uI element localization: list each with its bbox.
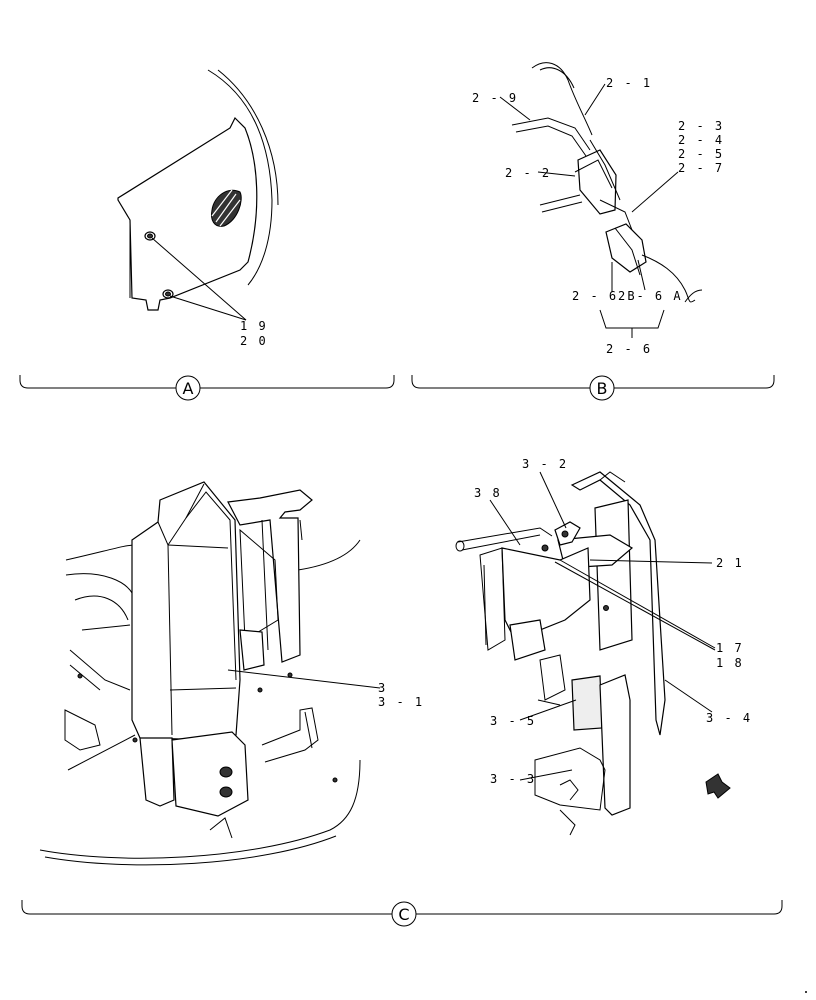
bolt-19 [144, 231, 156, 241]
view-c-left-console: 3 3 - 1 [39, 481, 424, 866]
section-b-bracket: B [411, 375, 775, 401]
callout-b: B [597, 379, 608, 398]
label-3-1: 3 - 1 [378, 695, 424, 709]
view-b-mechanism: 2 - 1 2 - 9 2 - 3 2 - 4 2 - 5 2 - 7 2 - … [472, 62, 724, 356]
label-3: 3 [378, 681, 387, 695]
label-3-3: 3 - 3 [490, 772, 536, 786]
section-a-bracket: A [19, 375, 395, 401]
label-2-6a: 2 - 6 A [618, 289, 683, 303]
label-3-5: 3 - 5 [490, 714, 536, 728]
vent-grille [211, 189, 242, 227]
callout-c: C [398, 905, 409, 924]
view-a-cover-panel: 1 9 2 0 [117, 69, 279, 348]
label-2-4: 2 - 4 [678, 133, 724, 147]
section-c-bracket: C [21, 900, 783, 927]
label-2-6: 2 - 6 [606, 342, 652, 356]
label-2-1: 2 - 1 [606, 76, 652, 90]
label-2-7: 2 - 7 [678, 161, 724, 175]
label-20: 2 0 [240, 334, 268, 348]
corner-dot [805, 991, 807, 993]
label-21: 2 1 [716, 556, 744, 570]
label-2-5: 2 - 5 [678, 147, 724, 161]
label-2-2: 2 - 2 [505, 166, 551, 180]
label-3-4: 3 - 4 [706, 711, 752, 725]
label-38: 3 8 [474, 486, 502, 500]
callout-a: A [183, 379, 194, 398]
label-2-3: 2 - 3 [678, 119, 724, 133]
label-2-9: 2 - 9 [472, 91, 518, 105]
label-17: 1 7 [716, 641, 744, 655]
label-2-6b: 2 - 6 B [572, 289, 637, 303]
label-19: 1 9 [240, 319, 268, 333]
label-18: 1 8 [716, 656, 744, 670]
label-3-2: 3 - 2 [522, 457, 568, 471]
view-c-right-mechanism: 3 - 2 3 8 2 1 1 7 1 8 3 - 5 3 - 4 3 - 3 [455, 457, 752, 836]
